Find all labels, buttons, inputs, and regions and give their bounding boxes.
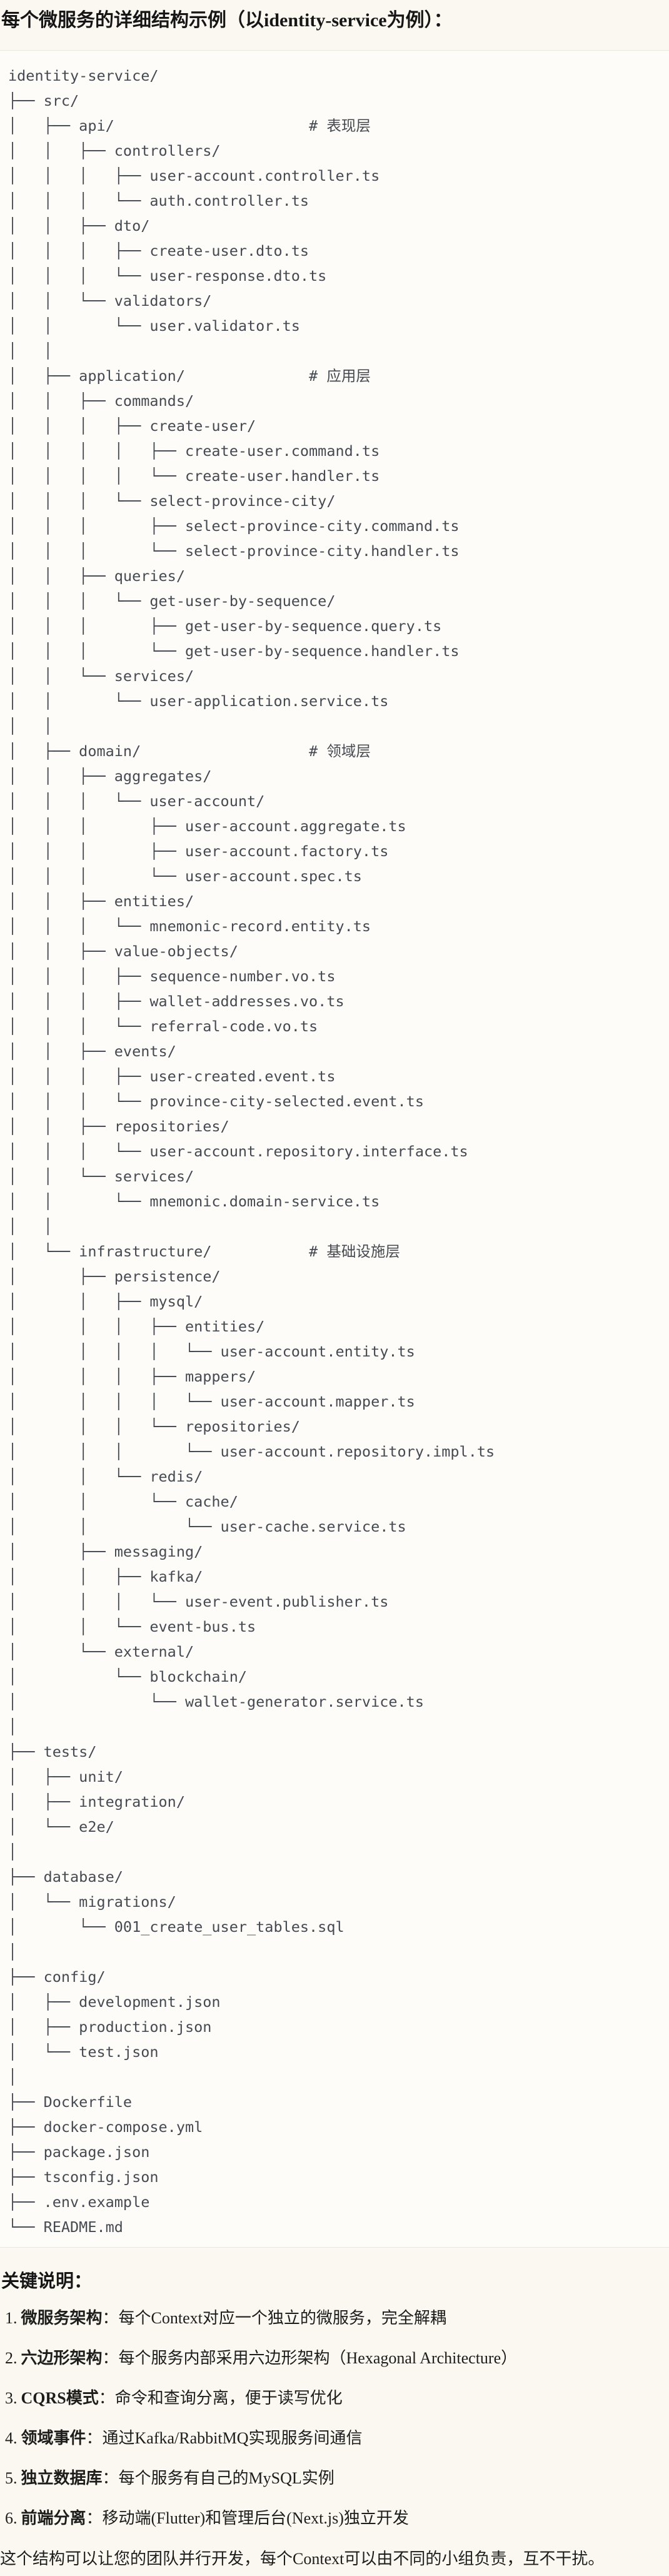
chat-message: 每个微服务的详细结构示例（以identity-service为例）： ident… [0, 8, 669, 2576]
page-title: 每个微服务的详细结构示例（以identity-service为例）： [1, 10, 453, 31]
note-item: 3.CQRS模式：命令和查询分离，便于读写优化 [5, 2388, 669, 2408]
note-item: 1.微服务架构：每个Context对应一个独立的微服务，完全解耦 [5, 2308, 669, 2328]
note-item: 2.六边形架构：每个服务内部采用六边形架构（Hexagonal Architec… [5, 2348, 669, 2368]
note-number: 4. [5, 2429, 18, 2447]
notes-heading: 关键说明： [1, 2271, 93, 2291]
note-number: 1. [5, 2309, 18, 2327]
closing-paragraph: 这个结构可以让您的团队并行开发，每个Context可以由不同的小组负责，互不干扰… [0, 2550, 605, 2568]
note-label: 六边形架构 [21, 2349, 103, 2367]
directory-tree: identity-service/ ├── src/ │ ├── api/ # … [8, 67, 495, 2236]
note-text: ：移动端(Flutter)和管理后台(Next.js)独立开发 [86, 2509, 409, 2527]
note-label: CQRS模式 [21, 2389, 99, 2407]
note-text: ：每个Context对应一个独立的微服务，完全解耦 [102, 2309, 446, 2327]
note-number: 2. [5, 2349, 18, 2367]
note-item: 6.前端分离：移动端(Flutter)和管理后台(Next.js)独立开发 [5, 2508, 669, 2528]
note-text: ：通过Kafka/RabbitMQ实现服务间通信 [86, 2429, 363, 2447]
note-text: ：每个服务有自己的MySQL实例 [102, 2469, 334, 2487]
note-label: 微服务架构 [21, 2309, 103, 2327]
note-number: 3. [5, 2389, 18, 2407]
note-text: ：每个服务内部采用六边形架构（Hexagonal Architecture） [102, 2349, 518, 2367]
note-item: 4.领域事件：通过Kafka/RabbitMQ实现服务间通信 [5, 2428, 669, 2448]
note-text: ：命令和查询分离，便于读写优化 [98, 2389, 343, 2407]
code-block: identity-service/ ├── src/ │ ├── api/ # … [0, 50, 669, 2248]
note-label: 领域事件 [21, 2429, 86, 2447]
note-number: 6. [5, 2509, 18, 2527]
note-item: 5.独立数据库：每个服务有自己的MySQL实例 [5, 2468, 669, 2488]
note-label: 前端分离 [21, 2509, 86, 2527]
note-number: 5. [5, 2469, 18, 2487]
note-label: 独立数据库 [21, 2469, 103, 2487]
